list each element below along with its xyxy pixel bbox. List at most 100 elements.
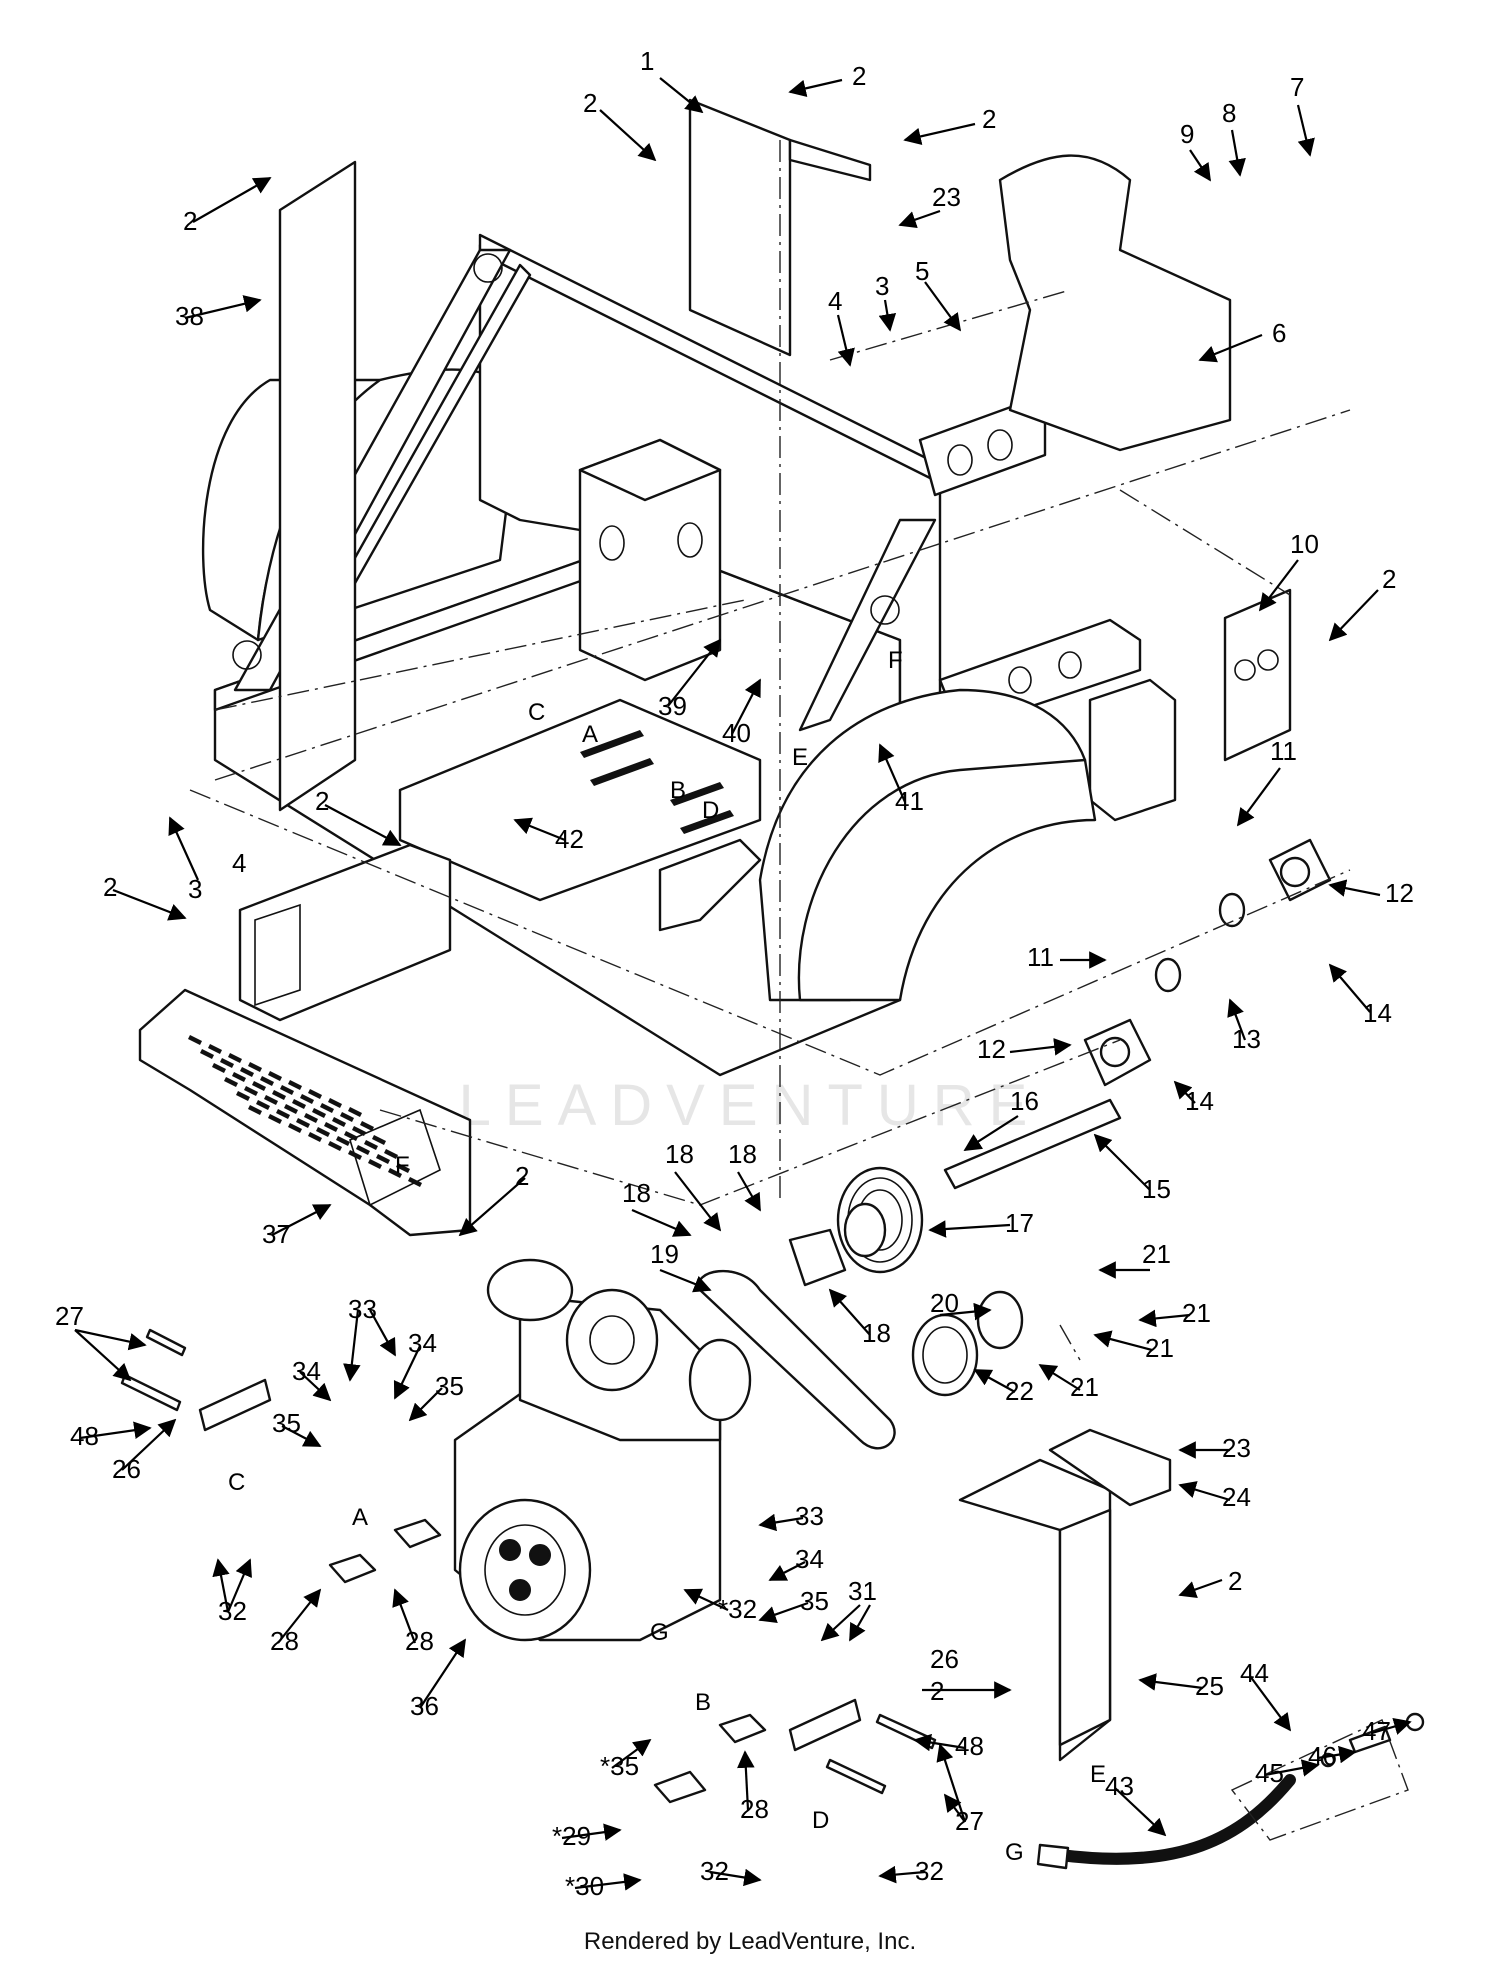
leader-arrow [709,1868,762,1887]
ref-letter-a: A [352,1504,368,1531]
callout-14: 14 [1363,998,1392,1028]
callout-21: 21 [1145,1333,1174,1363]
grille-slot [328,1098,342,1108]
footer-credit: Rendered by LeadVenture, Inc. [583,1928,917,1955]
callout-2: 2 [1382,564,1396,594]
callout-5: 5 [915,256,929,286]
callout-23: 23 [932,182,961,212]
callout-11: 11 [1270,736,1297,766]
grille-slot [308,1132,322,1142]
grille-slot [276,1109,290,1119]
leader-arrow [1296,104,1315,157]
callout-35-starred: *35 [600,1751,639,1781]
leader-arrow [659,1268,712,1293]
panels [278,98,1292,1762]
leader-arrow [737,1171,761,1212]
ref-letter-e: E [792,744,808,771]
callout-29-starred: *29 [552,1821,591,1851]
grille-slot [220,1058,234,1068]
callout-22: 22 [1005,1376,1034,1406]
leader-arrow [631,1208,692,1237]
leader-arrow [1371,1717,1412,1735]
grille-slot [292,1099,306,1109]
grille-slot [388,1168,402,1178]
callout-3: 3 [875,271,889,301]
callout-32-starred: *32 [718,1594,757,1624]
leader-arrow [659,77,704,114]
grille-slot [300,1094,314,1104]
leader-arrow [212,1558,230,1613]
grille-slot [328,1141,342,1151]
leader-arrow [1038,1364,1081,1391]
callout-33: 33 [795,1501,824,1531]
callout-37: 37 [262,1219,291,1249]
leader-arrow [74,1329,132,1382]
grille-slot [376,1154,390,1164]
callout-18: 18 [728,1139,757,1169]
callout-45: 45 [1255,1758,1284,1788]
callout-23: 23 [1222,1433,1251,1463]
leader-arrow [192,177,272,223]
grille-slot [244,1086,258,1096]
callout-1: 1 [640,46,654,76]
callout-21: 21 [1182,1298,1211,1328]
grille-slot [252,1081,266,1091]
callout-46: 46 [1308,1741,1337,1771]
leader-arrow [1328,879,1381,897]
leader-arrow [392,1588,417,1644]
grille-slot [280,1085,294,1095]
leader-arrow [1249,1675,1292,1732]
ref-letter-c: C [528,699,545,726]
callout-43: 43 [1105,1771,1134,1801]
grille-slot [232,1072,246,1082]
leader-arrow [1114,1787,1167,1837]
leader-arrow [324,804,402,846]
leader-arrow [513,817,566,842]
callout-44: 44 [1240,1658,1269,1688]
grille-slot [268,1071,282,1081]
leader-arrow [599,109,657,162]
callout-35: 35 [435,1371,464,1401]
grille-slot [288,1123,302,1133]
grille-slot [268,1114,282,1124]
leader-arrow [168,816,200,881]
leader-arrows [74,77,1412,1891]
leader-arrow [683,1588,729,1611]
leader-arrow [112,888,187,921]
leader-arrow [667,638,722,707]
leader-arrow [1317,1745,1357,1764]
grille-slot [248,1062,262,1072]
leader-arrow [271,1204,332,1236]
leader-arrow [898,209,941,229]
leader-arrow [913,1733,966,1752]
leader-arrow [737,1750,755,1811]
callout-2: 2 [583,88,597,118]
leader-arrow [419,1638,466,1709]
grille-slot [312,1108,326,1118]
grille-slot [236,1091,250,1101]
callout-19: 19 [650,1239,679,1269]
callout-21: 21 [1070,1372,1099,1402]
leader-arrow [788,78,843,98]
callout-32: 32 [218,1596,247,1626]
callout-2: 2 [982,104,996,134]
leader-arrow [1228,129,1246,177]
ref-letter-g: G [650,1619,669,1646]
leader-arrow [1178,1578,1223,1598]
leader-arrow [924,281,962,332]
grille-slot [308,1089,322,1099]
callout-labels: 1 2 2 2 2 2 2 2 2 2 2 3 3 4 4 5 6 7 8 9 … [55,46,1414,1901]
leader-arrow [393,1345,421,1400]
callout-35: 35 [800,1586,829,1616]
leader-arrow [369,1309,396,1357]
callout-24: 24 [1222,1482,1251,1512]
callout-35: 35 [272,1408,301,1438]
callout-38: 38 [175,301,204,331]
callout-4: 4 [828,286,842,316]
callout-2: 2 [183,206,197,236]
callout-32: 32 [915,1856,944,1886]
leader-arrow [758,1601,809,1624]
leader-arrow [928,1220,1011,1238]
leader-arrow [820,1604,861,1642]
